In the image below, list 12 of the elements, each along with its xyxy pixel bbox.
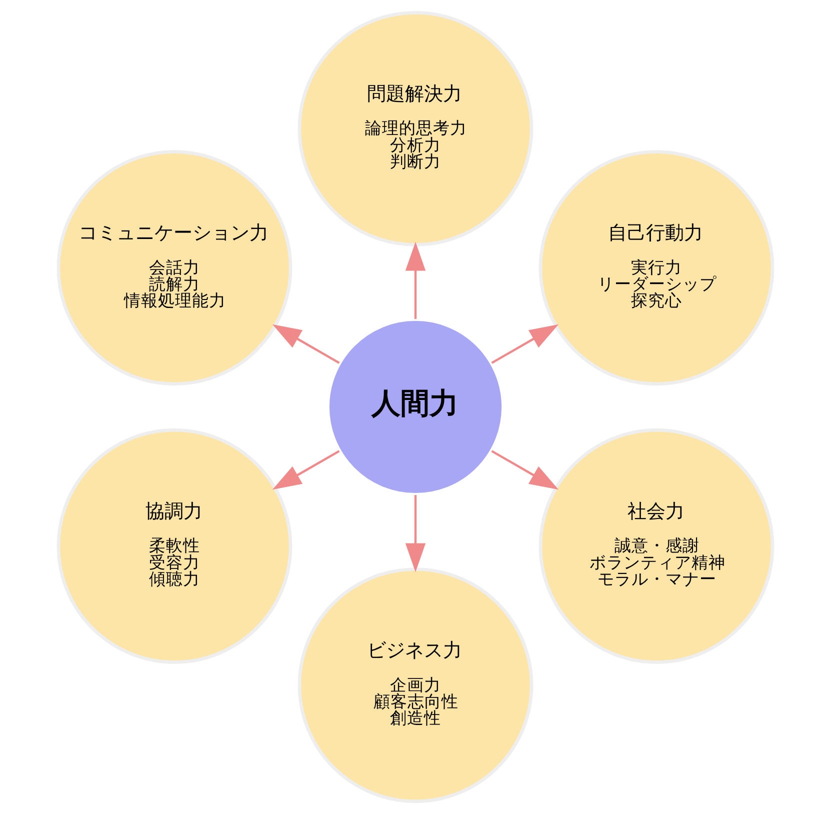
arrow: [404, 242, 426, 319]
node-circle: 自己行動力 実行力 リーダーシップ 探究心: [538, 150, 774, 386]
arrow: [272, 450, 340, 490]
arrow: [404, 495, 426, 572]
node-circle: 問題解決力 論理的思考力 分析力 判断力: [297, 10, 533, 246]
arrow: [490, 450, 558, 490]
node-circle: 社会力 誠意・感謝 ボランティア精神 モラル・マナー: [538, 428, 774, 664]
arrow: [272, 324, 340, 364]
arrow: [490, 324, 558, 364]
node-circle: 協調力 柔軟性 受容力 傾聴力: [56, 428, 292, 664]
node-circle: ビジネス力 企画力 顧客志向性 創造性: [297, 568, 533, 803]
node-circle: コミュニケーション力 会話力 読解力 情報処理能力: [56, 150, 292, 386]
